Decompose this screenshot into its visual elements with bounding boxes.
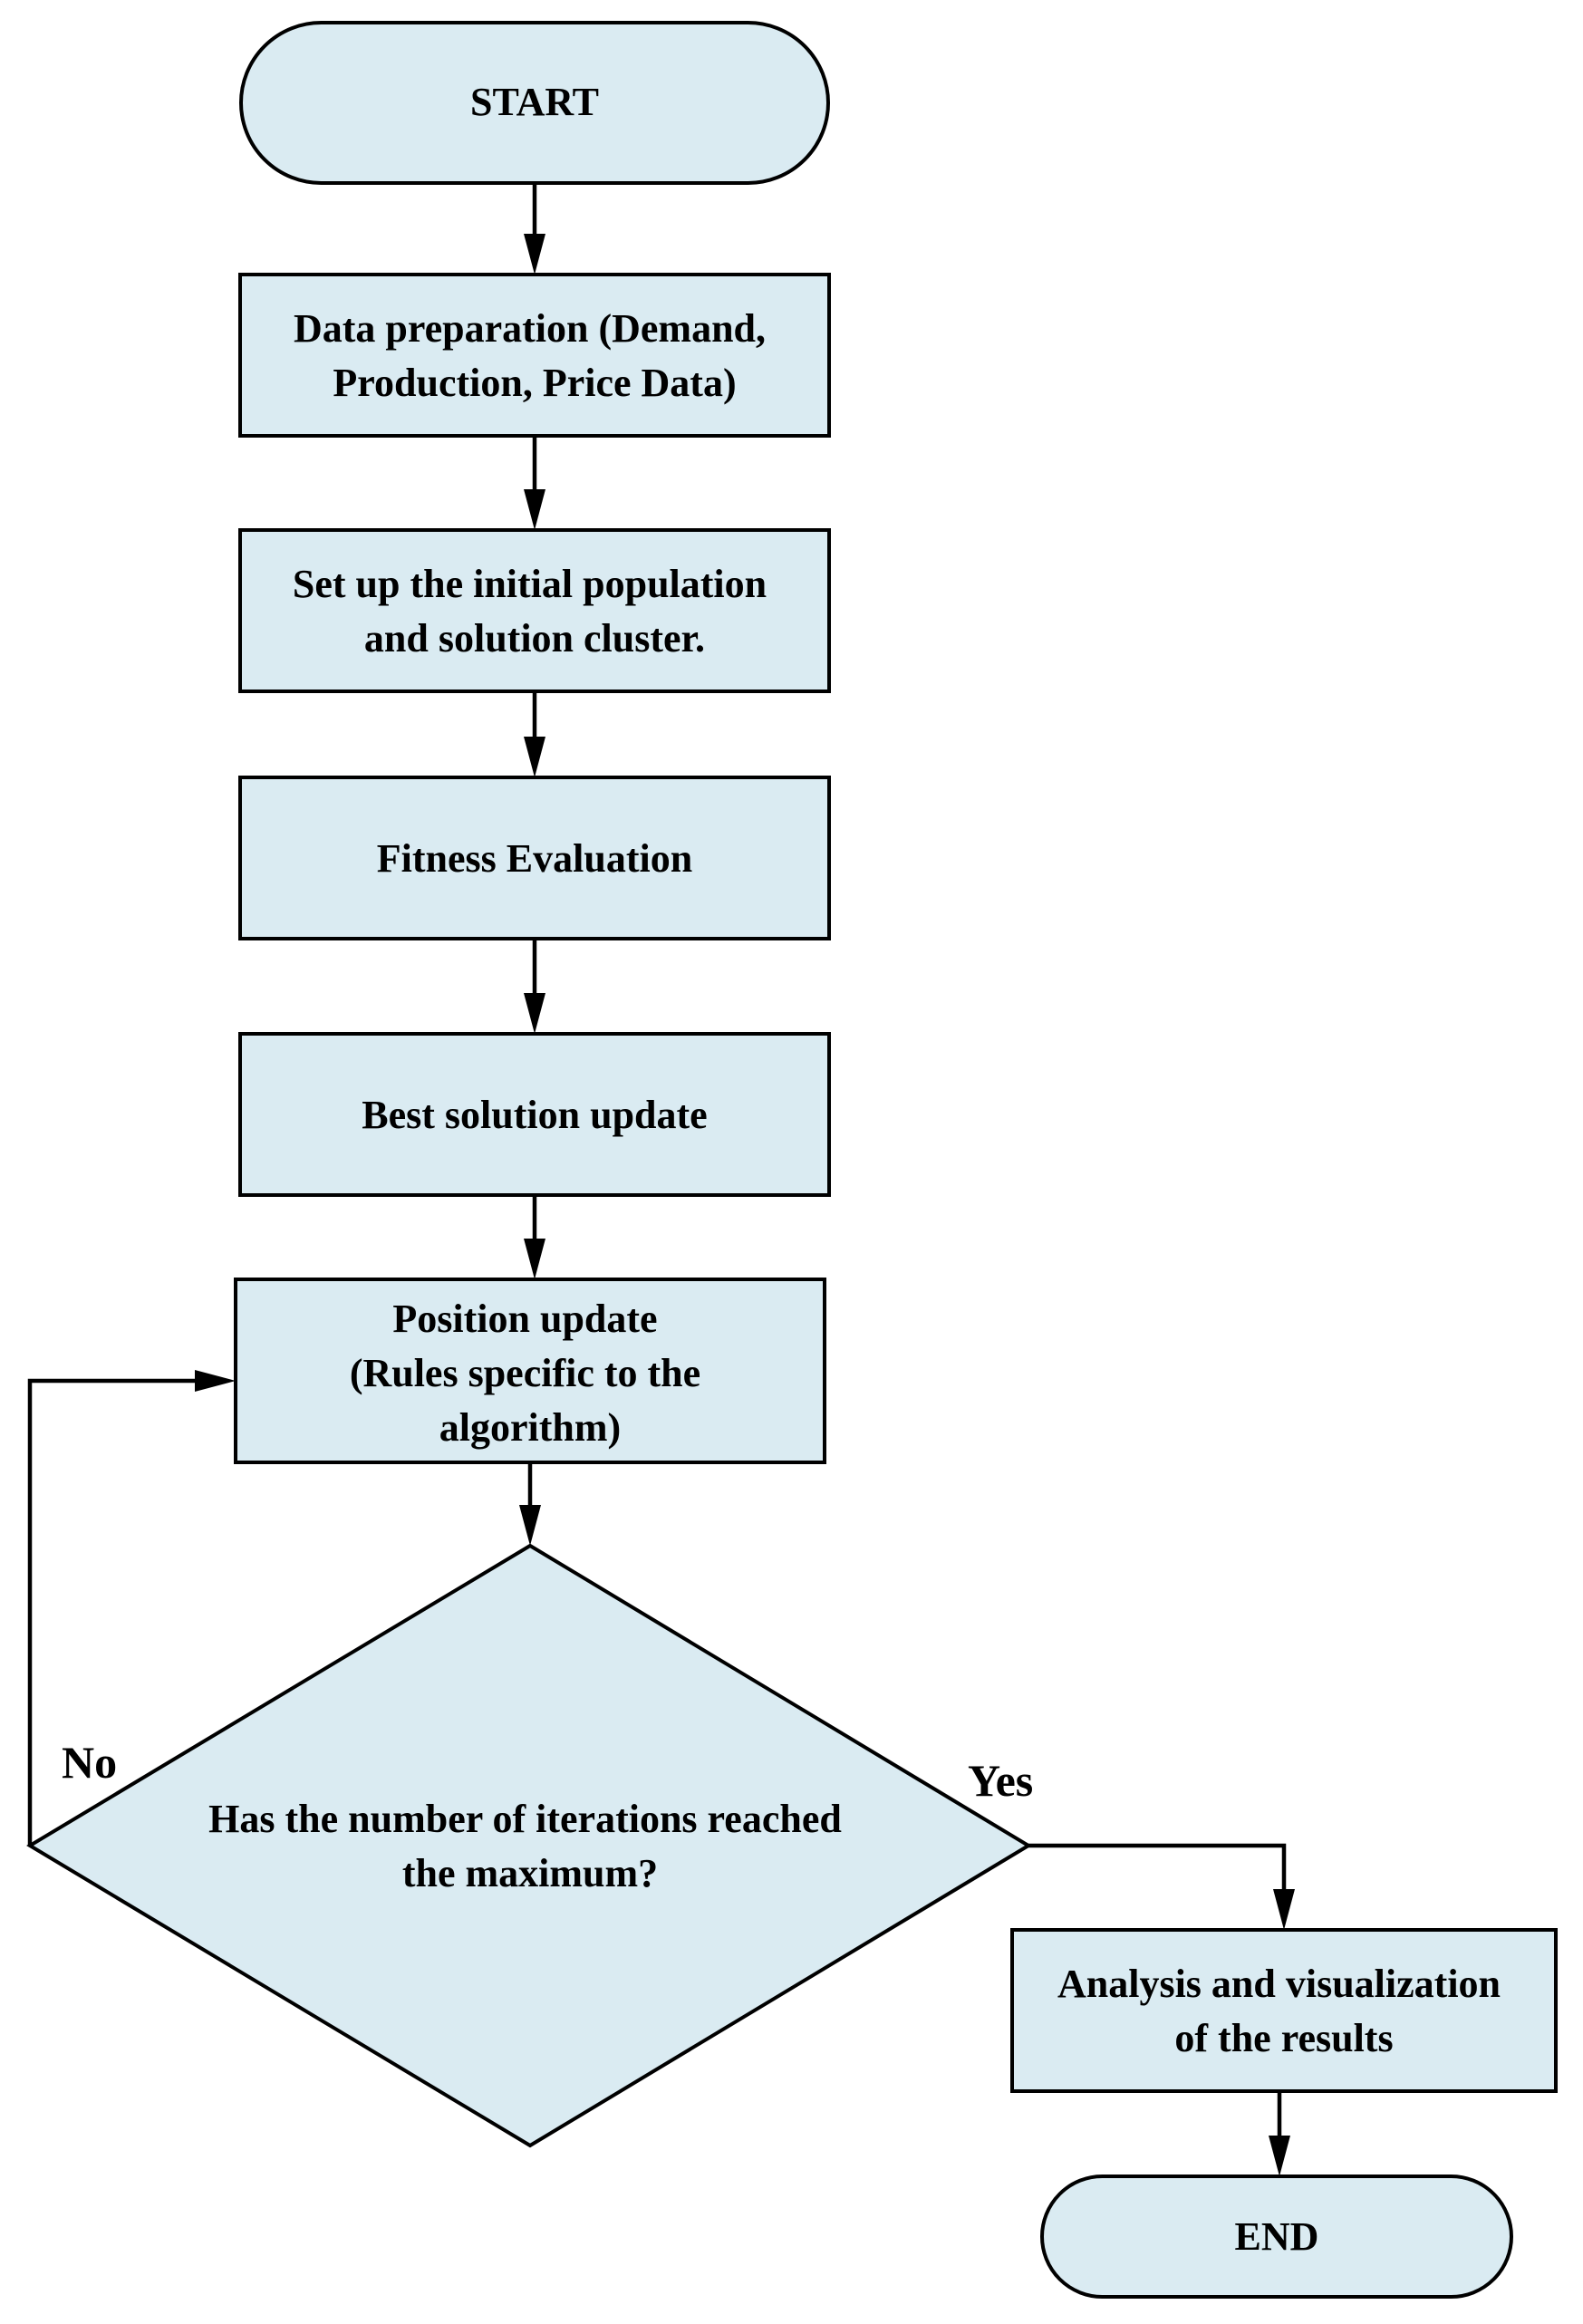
- initial-population-node: Set up the initial population and soluti…: [238, 528, 831, 693]
- initial-population-box: [238, 528, 831, 693]
- position-update-label: Position update (Rules specific to the a…: [350, 1297, 710, 1450]
- iteration-check-line-2: the maximum?: [402, 1851, 658, 1895]
- yes-branch-label: Yes: [968, 1755, 1033, 1806]
- arrowhead: [1269, 2136, 1290, 2176]
- end-shape: [1040, 2175, 1513, 2299]
- start-label: START: [470, 80, 599, 124]
- initial-population-line-1: Set up the initial population: [293, 562, 767, 606]
- edge-position-update-to-iteration-check: [519, 1462, 541, 1546]
- edge-initial-population-to-fitness-evaluation: [524, 691, 545, 777]
- arrowhead: [524, 234, 545, 275]
- edge-analysis-to-end: [1269, 2091, 1290, 2176]
- position-update-node: Position update (Rules specific to the a…: [234, 1278, 826, 1464]
- start-node: START: [239, 21, 830, 185]
- edge-best-solution-update-to-position-update: [524, 1195, 545, 1279]
- analysis-box: [1010, 1928, 1558, 2093]
- arrowhead: [524, 737, 545, 777]
- iteration-check-line-1: Has the number of iterations reached: [208, 1797, 842, 1841]
- position-update-box: [234, 1278, 826, 1464]
- edge-no-loop-back: No: [27, 1370, 236, 1846]
- position-update-line-3: algorithm): [439, 1405, 621, 1450]
- data-preparation-line-2: Production, Price Data): [333, 361, 736, 405]
- arrowhead: [524, 489, 545, 530]
- arrowhead: [1273, 1889, 1295, 1930]
- initial-population-line-2: and solution cluster.: [364, 616, 705, 661]
- best-solution-update-node: Best solution update: [238, 1032, 831, 1197]
- fitness-evaluation-label: Fitness Evaluation: [377, 836, 692, 881]
- iteration-check-node: Has the number of iterations reached the…: [26, 1543, 1032, 2148]
- arrowhead: [524, 993, 545, 1034]
- analysis-node: Analysis and visualization of the result…: [1010, 1928, 1558, 2093]
- arrowhead: [519, 1505, 541, 1546]
- data-preparation-node: Data preparation (Demand, Production, Pr…: [238, 273, 831, 438]
- iteration-check-diamond: [26, 1543, 1032, 2148]
- no-branch-label: No: [62, 1737, 117, 1788]
- position-update-line-2: (Rules specific to the: [350, 1351, 700, 1395]
- initial-population-label: Set up the initial population and soluti…: [293, 562, 777, 661]
- edge-data-preparation-to-initial-population: [524, 436, 545, 530]
- edge-yes-to-analysis: Yes: [968, 1755, 1295, 1930]
- iteration-check-label: Has the number of iterations reached the…: [208, 1797, 852, 1895]
- best-solution-update-label: Best solution update: [362, 1093, 707, 1137]
- arrowhead: [524, 1239, 545, 1279]
- data-preparation-line-1: Data preparation (Demand,: [294, 306, 766, 351]
- analysis-line-2: of the results: [1174, 2016, 1393, 2060]
- data-preparation-box: [238, 273, 831, 438]
- edge-start-to-data-preparation: [524, 183, 545, 275]
- fitness-evaluation-node: Fitness Evaluation: [238, 776, 831, 940]
- analysis-line-1: Analysis and visualization: [1057, 1962, 1501, 2006]
- end-node: END: [1040, 2175, 1513, 2299]
- fitness-evaluation-box: [238, 776, 831, 940]
- position-update-line-1: Position update: [392, 1297, 657, 1341]
- arrowhead: [195, 1370, 236, 1392]
- analysis-label: Analysis and visualization of the result…: [1057, 1962, 1511, 2060]
- data-preparation-label: Data preparation (Demand, Production, Pr…: [294, 306, 776, 405]
- end-label: END: [1235, 2214, 1319, 2259]
- best-solution-update-box: [238, 1032, 831, 1197]
- edge-fitness-evaluation-to-best-solution-update: [524, 939, 545, 1034]
